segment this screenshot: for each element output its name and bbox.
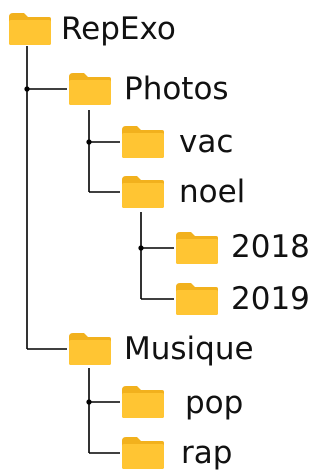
folder-icon	[68, 72, 112, 106]
node-label-2018: 2018	[231, 229, 310, 265]
folder-icon	[175, 282, 219, 316]
node-label-vac: vac	[179, 124, 234, 160]
junction-dot-noel	[138, 245, 144, 251]
node-label-rap: rap	[181, 435, 233, 471]
folder-icon	[121, 125, 165, 159]
node-label-pop: pop	[185, 385, 244, 421]
folder-icon	[121, 436, 165, 470]
junction-dot-root	[24, 86, 30, 92]
node-label-photos: Photos	[124, 71, 229, 107]
node-label-repexo: RepExo	[61, 11, 176, 47]
folder-icon	[121, 175, 165, 209]
junction-dot-photos	[86, 139, 92, 145]
folder-icon	[121, 385, 165, 419]
node-label-2019: 2019	[231, 281, 310, 317]
node-label-noel: noel	[179, 174, 246, 210]
folder-icon	[8, 12, 52, 46]
junction-dot-musique	[86, 399, 92, 405]
folder-icon	[68, 332, 112, 366]
node-label-musique: Musique	[124, 331, 254, 367]
folder-icon	[175, 231, 219, 265]
